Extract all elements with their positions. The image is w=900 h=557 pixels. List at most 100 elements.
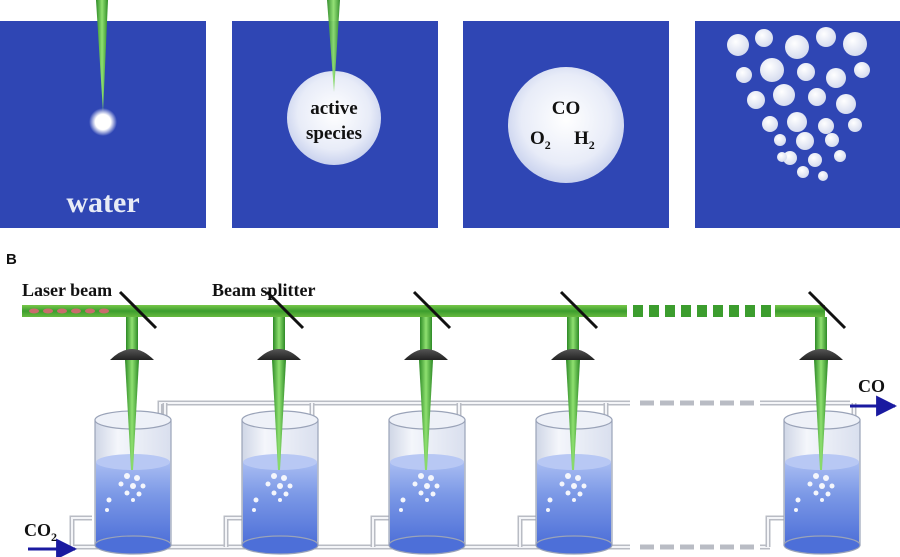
reaction-bubble bbox=[819, 483, 825, 489]
optic-unit bbox=[404, 290, 452, 470]
reaction-bubble bbox=[546, 508, 550, 512]
reaction-bubble bbox=[278, 498, 282, 502]
reaction-bubble bbox=[547, 497, 553, 503]
split-beam bbox=[273, 317, 285, 351]
split-beam bbox=[126, 317, 138, 351]
gas-bubble-small bbox=[848, 118, 862, 132]
co2-subscript: 2 bbox=[51, 530, 57, 544]
reaction-bubble bbox=[131, 498, 135, 502]
gas-bubble-small bbox=[785, 35, 809, 59]
reaction-bubble bbox=[140, 483, 146, 489]
beaker-water bbox=[785, 462, 859, 545]
gas-bubble bbox=[508, 67, 624, 183]
focusing-lens bbox=[799, 349, 843, 360]
co2-symbol: CO bbox=[24, 520, 51, 540]
inlet-stub bbox=[370, 515, 391, 547]
reaction-bubble bbox=[807, 481, 813, 487]
optics-array bbox=[110, 290, 847, 470]
reaction-bubble bbox=[577, 491, 583, 497]
reaction-bubble bbox=[118, 481, 124, 487]
beaker-water bbox=[96, 462, 170, 545]
reactor-beaker bbox=[370, 403, 466, 555]
focused-beam bbox=[814, 360, 828, 470]
reaction-bubble bbox=[571, 483, 577, 489]
gas-bubble-small bbox=[774, 134, 786, 146]
laser-pulse-markers bbox=[29, 308, 109, 314]
gas-bubble-small bbox=[773, 84, 795, 106]
inlet-riser-core bbox=[71, 517, 92, 547]
focusing-lens bbox=[551, 349, 595, 360]
reaction-bubble bbox=[581, 483, 587, 489]
reaction-bubble bbox=[400, 497, 406, 503]
laser-cone bbox=[96, 0, 108, 112]
beam-gap-dash bbox=[665, 305, 675, 317]
reactor-beaker bbox=[765, 403, 861, 555]
focusing-lens bbox=[257, 349, 301, 360]
reactor-array bbox=[94, 403, 861, 555]
reaction-bubble bbox=[434, 483, 440, 489]
optic-unit bbox=[110, 290, 158, 470]
focused-beam bbox=[272, 360, 286, 470]
panel-a-bubble-cluster bbox=[695, 21, 900, 228]
panel-a-active-species: active species bbox=[232, 0, 438, 228]
gas-bubble-small bbox=[796, 132, 814, 150]
inlet-stub-core bbox=[519, 517, 538, 547]
reaction-bubble bbox=[428, 475, 434, 481]
reaction-bubble bbox=[277, 483, 283, 489]
water-label: water bbox=[66, 186, 139, 219]
gas-bubble-small bbox=[783, 151, 797, 165]
focusing-lens bbox=[404, 349, 448, 360]
pulse-marker bbox=[85, 308, 95, 314]
beam-gap-dash bbox=[745, 305, 755, 317]
beaker-base bbox=[241, 535, 319, 555]
gas-bubble-small bbox=[808, 88, 826, 106]
tube-break-dashes bbox=[640, 400, 755, 550]
focused-beam bbox=[419, 360, 433, 470]
reaction-bubble bbox=[134, 475, 140, 481]
gas-bubble-small bbox=[777, 152, 787, 162]
plasma-spark bbox=[89, 108, 117, 136]
bubble-label-line1: active bbox=[310, 98, 357, 119]
reaction-bubble bbox=[252, 508, 256, 512]
reaction-bubble bbox=[572, 498, 576, 502]
reaction-bubble bbox=[418, 490, 424, 496]
beaker-water bbox=[390, 462, 464, 545]
beaker-water bbox=[537, 462, 611, 545]
beam-gap-dash bbox=[697, 305, 707, 317]
bubble-cluster bbox=[727, 27, 870, 181]
active-species-bubble bbox=[287, 71, 381, 165]
reaction-bubble bbox=[575, 475, 581, 481]
pulse-marker bbox=[57, 308, 67, 314]
gas-bubble-small bbox=[854, 62, 870, 78]
gas-bubble-small bbox=[727, 34, 749, 56]
bubble-label-line2: species bbox=[306, 123, 362, 144]
focused-beam bbox=[566, 360, 580, 470]
reaction-bubble bbox=[253, 497, 259, 503]
panel-a-laser-water: water bbox=[0, 0, 206, 228]
gas-bubble-small bbox=[843, 32, 867, 56]
gas-h2-label: H2 bbox=[574, 128, 595, 152]
gas-h-symbol: H bbox=[574, 128, 589, 149]
gas-bubble-small bbox=[808, 153, 822, 167]
gas-bubble-small bbox=[787, 112, 807, 132]
reaction-bubble bbox=[271, 490, 277, 496]
split-beam bbox=[567, 317, 579, 351]
pulse-marker bbox=[71, 308, 81, 314]
reaction-bubble bbox=[124, 490, 130, 496]
reaction-bubble bbox=[281, 475, 287, 481]
beaker-base bbox=[388, 535, 466, 555]
beam-gap-dash bbox=[649, 305, 659, 317]
laser-cone bbox=[327, 0, 340, 92]
reaction-bubble bbox=[136, 491, 142, 497]
laser-beam-dashes bbox=[633, 305, 771, 317]
beam-gap-dash bbox=[681, 305, 691, 317]
gas-bubble-small bbox=[760, 58, 784, 82]
inlet-stub-core bbox=[767, 517, 786, 547]
beam-splitter bbox=[118, 290, 158, 330]
reaction-bubble bbox=[559, 481, 565, 487]
reaction-bubble bbox=[825, 491, 831, 497]
beam-gap-dash bbox=[713, 305, 723, 317]
gas-bubble-small bbox=[747, 91, 765, 109]
co-output-label: CO bbox=[858, 376, 885, 396]
reaction-bubble bbox=[425, 498, 429, 502]
